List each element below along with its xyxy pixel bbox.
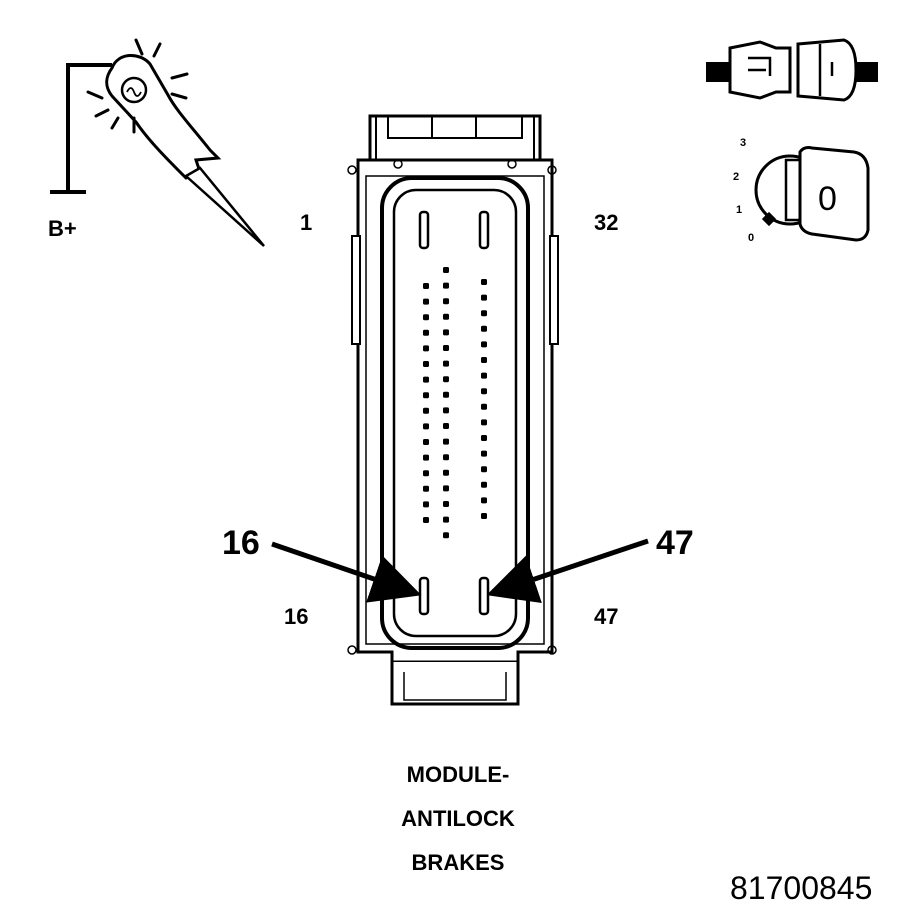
pin-dot bbox=[481, 497, 487, 504]
pin-dot bbox=[443, 360, 449, 367]
pin-dot bbox=[423, 439, 429, 445]
pin-dot bbox=[443, 298, 449, 305]
pin-dot bbox=[423, 392, 429, 399]
pin-dot bbox=[423, 345, 429, 352]
pin-32-label: 32 bbox=[594, 210, 619, 235]
pin-dot bbox=[423, 407, 429, 414]
pin-16-label: 16 bbox=[284, 604, 309, 629]
pin-dot bbox=[423, 485, 429, 492]
pin-47-label: 47 bbox=[594, 604, 619, 629]
pin-dot bbox=[481, 310, 487, 317]
pin-dot bbox=[443, 438, 449, 445]
pin-dot bbox=[423, 501, 429, 508]
ignition-position-3: 3 bbox=[740, 137, 747, 149]
pin-dot bbox=[423, 283, 429, 289]
pin-dot bbox=[443, 313, 449, 320]
pin-dot bbox=[443, 469, 449, 476]
pin-dot bbox=[423, 517, 429, 523]
pin-dot bbox=[423, 423, 429, 430]
callout-arrow-pin-47 bbox=[486, 538, 649, 603]
pin-dot bbox=[423, 454, 429, 461]
pin-dot bbox=[443, 454, 449, 461]
signal-pin-array bbox=[423, 267, 487, 539]
pin-dot bbox=[481, 481, 487, 488]
b-plus-label: B+ bbox=[48, 216, 77, 241]
ignition-position-2: 2 bbox=[733, 171, 740, 183]
pin-dot bbox=[443, 532, 449, 539]
pin-dot bbox=[423, 314, 429, 321]
pin-dot bbox=[443, 391, 449, 398]
title-line-3: BRAKES bbox=[411, 850, 505, 875]
title-line-2: ANTILOCK bbox=[401, 806, 515, 831]
pin-dot bbox=[481, 419, 487, 426]
pin-dot bbox=[443, 485, 449, 492]
pin-dot bbox=[443, 376, 449, 383]
ignition-position-0: 0 bbox=[748, 232, 755, 244]
pin-dot bbox=[423, 470, 429, 477]
title-line-1: MODULE- bbox=[406, 762, 510, 787]
pin-dot bbox=[481, 513, 487, 519]
pin-dot bbox=[443, 423, 449, 429]
pin-dot bbox=[443, 407, 449, 414]
pin-dot bbox=[443, 516, 449, 523]
callout-arrow-pin-16 bbox=[271, 541, 422, 603]
pin-dot bbox=[481, 466, 487, 473]
pin-dot bbox=[481, 388, 487, 395]
pin-dot bbox=[481, 325, 487, 332]
pin-dot bbox=[481, 341, 487, 348]
pin-dot bbox=[443, 282, 449, 289]
figure-number: 81700845 bbox=[730, 870, 873, 906]
key-position-label: 0 bbox=[818, 180, 837, 218]
ignition-key-icon bbox=[754, 146, 870, 242]
pin-1-label: 1 bbox=[300, 210, 313, 235]
pin-dot bbox=[481, 435, 487, 441]
pin-dot bbox=[443, 501, 449, 507]
abs-module-connector bbox=[347, 114, 559, 706]
pin-dot bbox=[423, 329, 429, 336]
pin-dot bbox=[481, 403, 487, 410]
ignition-position-1: 1 bbox=[736, 204, 743, 216]
pin-dot bbox=[481, 450, 487, 457]
pin-dot bbox=[481, 372, 487, 379]
pin-dot bbox=[443, 345, 449, 351]
callout-16-label: 16 bbox=[222, 524, 260, 562]
pin-dot bbox=[423, 298, 429, 305]
pin-dot bbox=[423, 376, 429, 383]
pin-dot bbox=[481, 357, 487, 363]
callout-47-label: 47 bbox=[656, 524, 694, 562]
pin-dot bbox=[443, 267, 449, 273]
test-probe-icon bbox=[50, 38, 265, 247]
pin-dot bbox=[481, 294, 487, 301]
disconnected-connector-icon bbox=[706, 38, 878, 102]
pin-dot bbox=[481, 279, 487, 285]
pin-dot bbox=[443, 329, 449, 336]
pin-dot bbox=[423, 361, 429, 367]
